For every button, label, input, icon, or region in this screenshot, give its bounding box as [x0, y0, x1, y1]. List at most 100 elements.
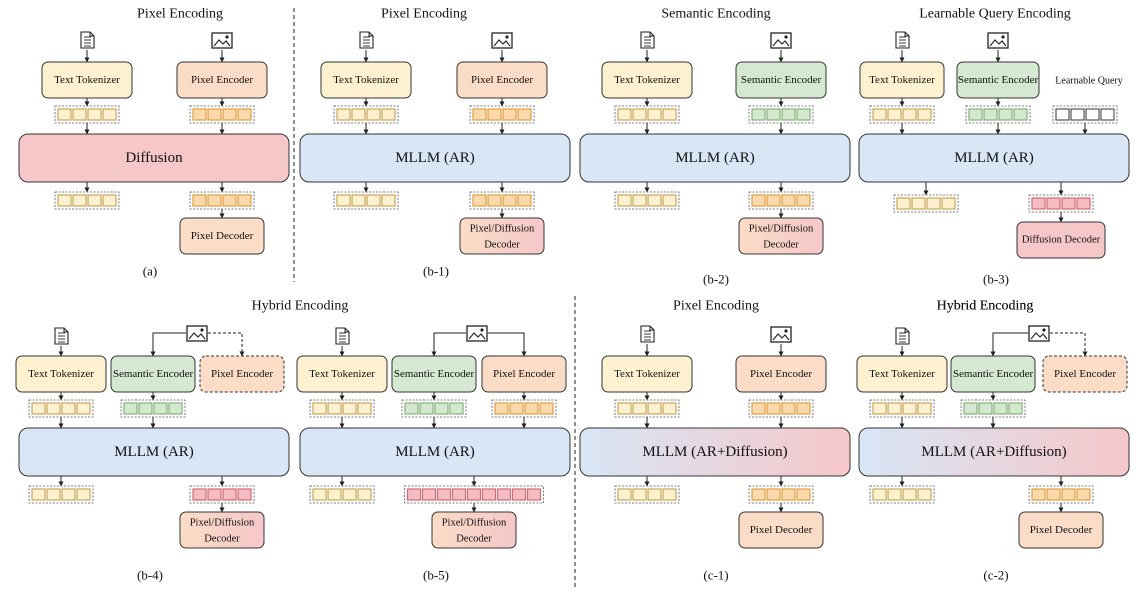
c1-pixel-encoder	[735, 355, 827, 393]
b-2-title: Semantic Encoding	[661, 7, 770, 22]
b5-pixel-encoder	[481, 355, 567, 393]
b-2-image-tokens-out-cell	[796, 194, 811, 207]
b-4-image-tokens-out-cell	[237, 488, 252, 501]
c-2-semantic-tokens-in-cell	[978, 402, 993, 415]
b-3-image-icon	[987, 32, 1009, 49]
b-3-image-tokens-out	[1028, 194, 1094, 213]
b-2-image-icon	[770, 32, 792, 49]
b-2-image-tokens-out-cell	[781, 194, 796, 207]
c-1-text-tokens-out-cell	[662, 488, 677, 501]
b-4-text-tokens-in-cell	[61, 402, 76, 415]
c-2-text-tokens-out	[869, 485, 935, 504]
b-5-image-tokens-out-cell	[511, 488, 527, 501]
b-3-title: Learnable Query Encoding	[919, 7, 1071, 22]
a-core	[18, 133, 290, 183]
b-5-text-tokens-out	[309, 485, 375, 504]
b-3-semantic-tokens-in-cell	[1013, 108, 1028, 121]
b-2-image-tokens-in-cell	[796, 108, 811, 121]
b2-semantic-encoder-label: Semantic Encoder	[741, 74, 822, 86]
b-3-decoder	[1016, 221, 1106, 259]
b4-text-tokenizer-label: Text Tokenizer	[28, 368, 94, 380]
b3-text-tokenizer-label: Text Tokenizer	[869, 74, 935, 86]
a-text-tokens-in-cell	[87, 108, 102, 121]
c-2-text-document-icon	[895, 327, 910, 345]
c-2-image-tokens-out-cell	[1046, 488, 1061, 501]
c2-pixel-encoder-label: Pixel Encoder	[1054, 368, 1116, 380]
a-text-tokens-out-cell	[57, 194, 72, 207]
b-3-text-tokens-in-cell	[902, 108, 917, 121]
b-3-semantic-tokens-in-cell	[983, 108, 998, 121]
c-1-image-tokens-in-cell	[781, 402, 796, 415]
b-2-image-tokens-out-cell	[751, 194, 766, 207]
c1-text-tokenizer	[601, 355, 693, 393]
c-2-image-icon	[1028, 325, 1050, 342]
c2-text-tokenizer-label: Text Tokenizer	[869, 368, 935, 380]
c-2-text-tokens-out-cell	[887, 488, 902, 501]
b3-semantic-encoder	[956, 61, 1040, 99]
a-image-tokens-in-cell	[222, 108, 237, 121]
c-2-image-tokens-out-cell	[1031, 488, 1046, 501]
b-3-query-tokens-in-cell	[1055, 108, 1070, 121]
a-decoder-label: Pixel Decoder	[191, 230, 254, 242]
b-4-core-label: MLLM (AR)	[114, 444, 194, 460]
c-1-text-tokens-in-cell	[662, 402, 677, 415]
b-1-image-tokens-out-cell	[487, 194, 502, 207]
b-4-text-tokens-out-cell	[46, 488, 61, 501]
a-image-tokens-in-cell	[207, 108, 222, 121]
b-3-semantic-tokens-in	[965, 105, 1031, 124]
b-1-image-tokens-in	[469, 105, 535, 124]
a-image-tokens-in-cell	[192, 108, 207, 121]
b-1-core	[299, 133, 571, 183]
b-2-core	[579, 133, 851, 183]
b-5-pixel-tokens-in-cell	[494, 402, 509, 415]
c-1-caption: (c-1)	[703, 568, 728, 583]
b-4-semantic-tokens-in-cell	[138, 402, 153, 415]
a-image-tokens-out-cell	[192, 194, 207, 207]
a-text-tokens-in-cell	[72, 108, 87, 121]
c-1-image-tokens-out-cell	[766, 488, 781, 501]
c-2-text-tokens-in-cell	[917, 402, 932, 415]
b-2-decoder	[738, 217, 824, 255]
c-2-semantic-tokens-in-cell	[963, 402, 978, 415]
c-1-image-tokens-in	[748, 399, 814, 418]
b3-text-tokenizer	[859, 61, 945, 99]
c2-text-tokenizer	[856, 355, 948, 393]
b4-text-tokenizer	[15, 355, 107, 393]
b-2-text-tokens-in-cell	[647, 108, 662, 121]
b-5-semantic-tokens-in-cell	[449, 402, 464, 415]
b-5-image-tokens-out-cell	[451, 488, 467, 501]
c-1-image-tokens-in-cell	[766, 402, 781, 415]
b-1-title: Pixel Encoding	[381, 7, 467, 22]
a-text-tokens-out-cell	[87, 194, 102, 207]
b-3-image-tokens-out-cell	[1046, 197, 1061, 210]
b-1-image-tokens-out-cell	[517, 194, 532, 207]
b-3-text-tokens-in-cell	[872, 108, 887, 121]
c-1-image-tokens-out-cell	[796, 488, 811, 501]
b-5-pixel-tokens-in	[491, 399, 557, 418]
b-4-text-tokens-out-cell	[31, 488, 46, 501]
b-1-decoder-line1: Pixel/Diffusion	[470, 224, 535, 235]
b-4-image-tokens-out-cell	[207, 488, 222, 501]
b-2-text-tokens-in-cell	[662, 108, 677, 121]
b-3-text-document-icon	[895, 31, 910, 49]
b-2-image-tokens-out	[748, 191, 814, 210]
b-1-text-tokens-out-cell	[366, 194, 381, 207]
b-5-caption: (b-5)	[423, 568, 449, 583]
connector	[208, 332, 245, 357]
c2-pixel-encoder	[1042, 355, 1128, 393]
b-2-image-tokens-in-cell	[751, 108, 766, 121]
c-2-core-label: MLLM (AR+Diffusion)	[921, 444, 1066, 460]
b-1-text-tokens-in-cell	[351, 108, 366, 121]
b-5-image-tokens-out-cell	[436, 488, 452, 501]
a-pixel-encoder	[176, 61, 268, 99]
b-2-text-tokens-out-cell	[662, 194, 677, 207]
c-2-text-tokens-in	[869, 399, 935, 418]
a-caption: (a)	[143, 264, 157, 279]
a-image-icon	[211, 32, 233, 49]
b-5-text-tokens-in-cell	[327, 402, 342, 415]
b-3-query-tokens-in-cell	[1085, 108, 1100, 121]
b-3-query-tokens-in	[1052, 105, 1118, 124]
c-1-text-tokens-in-cell	[647, 402, 662, 415]
b-4-image-tokens-out	[189, 485, 255, 504]
